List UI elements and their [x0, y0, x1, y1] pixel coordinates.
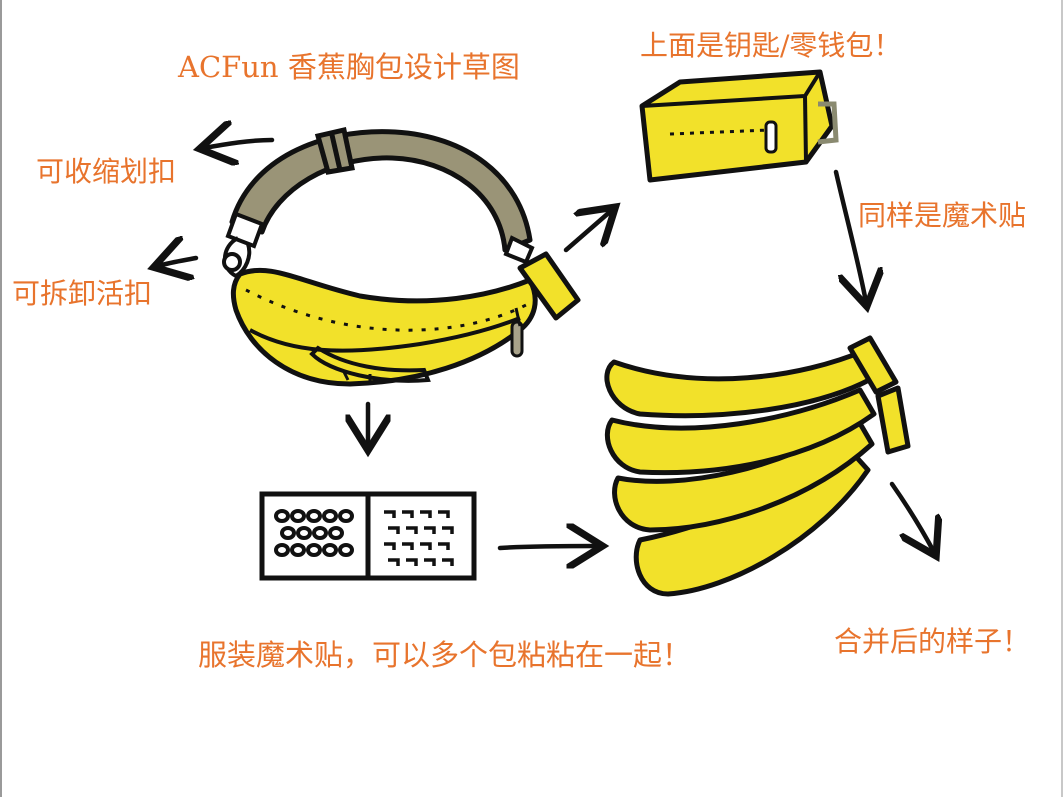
zipper-pull — [510, 320, 524, 358]
velcro-caption: 服装魔术贴，可以多个包粘粘在一起！ — [198, 638, 692, 672]
bunch-stem — [847, 335, 899, 395]
merged-label: 合并后的样子！ — [834, 625, 1031, 658]
arrow-to-merged — [889, 481, 934, 552]
key-pouch-zipper-pull — [764, 120, 778, 154]
detach-buckle-label: 可拆卸活扣 — [12, 277, 153, 310]
key-pouch-label: 上面是钥匙/零钱包！ — [640, 29, 902, 62]
slide-buckle-label: 可收缩划扣 — [36, 155, 177, 188]
same-velcro-label: 同样是魔术贴 — [858, 199, 1027, 232]
arrow-pouch-to-bunch — [833, 169, 866, 302]
left-border — [0, 0, 2, 797]
strap — [229, 129, 533, 253]
arrow-to-key-pouch — [563, 210, 612, 253]
key-pouch-icon — [639, 69, 839, 183]
velcro-patch-icon — [259, 491, 477, 581]
bunch-pouch — [875, 385, 911, 455]
arrow-to-slide-buckle — [204, 140, 275, 148]
sketch-title: ACFun 香蕉胸包设计草图 — [178, 50, 520, 84]
banana-bag-icon — [222, 126, 581, 387]
right-border — [1061, 0, 1063, 797]
stem-pouch — [517, 251, 581, 321]
arrow-to-bunch — [497, 546, 598, 548]
banana-bunch-icon — [604, 335, 911, 597]
arrow-to-detach-buckle — [158, 258, 199, 266]
